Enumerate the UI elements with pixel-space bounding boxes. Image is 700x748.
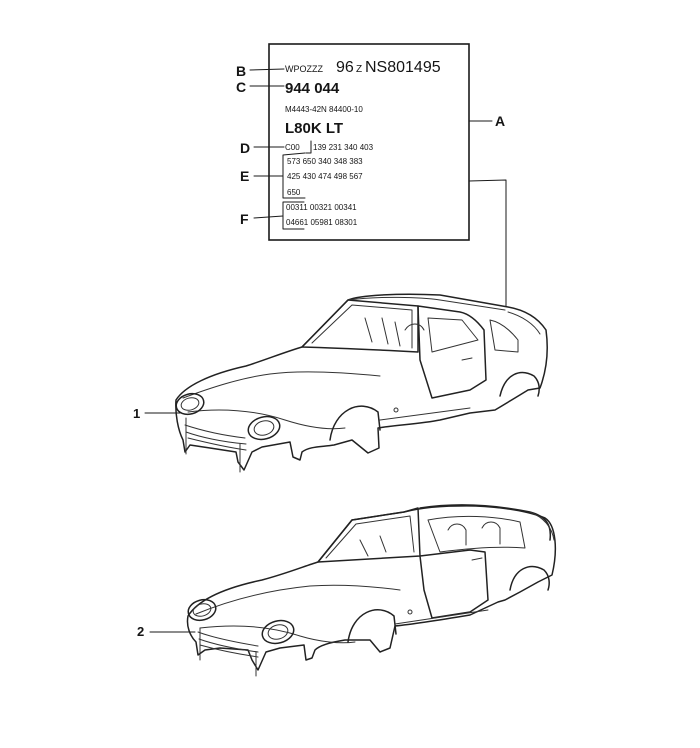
- coupe-body-shell: [175, 293, 548, 473]
- callout-labels: B C A D E F 1 2: [133, 63, 507, 639]
- identification-plate: WPOZZZ 96 Z NS801495 944 044 M4443-42N 8…: [268, 43, 470, 241]
- plate-code-line: M4443-42N 84400-10: [285, 105, 363, 114]
- plate-options-prefix: C00: [285, 143, 300, 152]
- plate-vin-serial: NS801495: [365, 59, 441, 76]
- plate-options-row2: 573 650 340 348 383: [287, 157, 363, 166]
- plate-options-row4: 650: [287, 188, 301, 197]
- plate-wmi: WPOZZZ: [285, 64, 323, 74]
- callout-d: D: [240, 140, 250, 156]
- cabriolet-body-shell: [186, 504, 557, 677]
- callout-a: A: [495, 113, 505, 129]
- leader-f: [253, 215, 284, 219]
- plate-vin-model: 96: [336, 59, 354, 76]
- callout-item-1: 1: [133, 406, 140, 421]
- plate-outline: [268, 43, 470, 241]
- callout-c: C: [236, 79, 246, 95]
- plate-vin-mid: Z: [356, 64, 362, 75]
- plate-options-row1: 139 231 340 403: [313, 143, 374, 152]
- plate-paint-line: L80K LT: [285, 120, 343, 137]
- callout-b: B: [236, 63, 246, 79]
- plate-type-number: 944 044: [285, 80, 340, 97]
- plate-codes-row2: 04661 05981 08301: [286, 218, 358, 227]
- plate-codes-row1: 00311 00321 00341: [286, 203, 357, 212]
- callout-item-2: 2: [137, 624, 144, 639]
- leader-plate-location: [468, 179, 507, 307]
- bracket-d: [305, 140, 312, 154]
- callout-f: F: [240, 211, 249, 227]
- plate-options-row3: 425 430 474 498 567: [287, 172, 363, 181]
- callout-e: E: [240, 168, 249, 184]
- leader-b: [249, 68, 285, 71]
